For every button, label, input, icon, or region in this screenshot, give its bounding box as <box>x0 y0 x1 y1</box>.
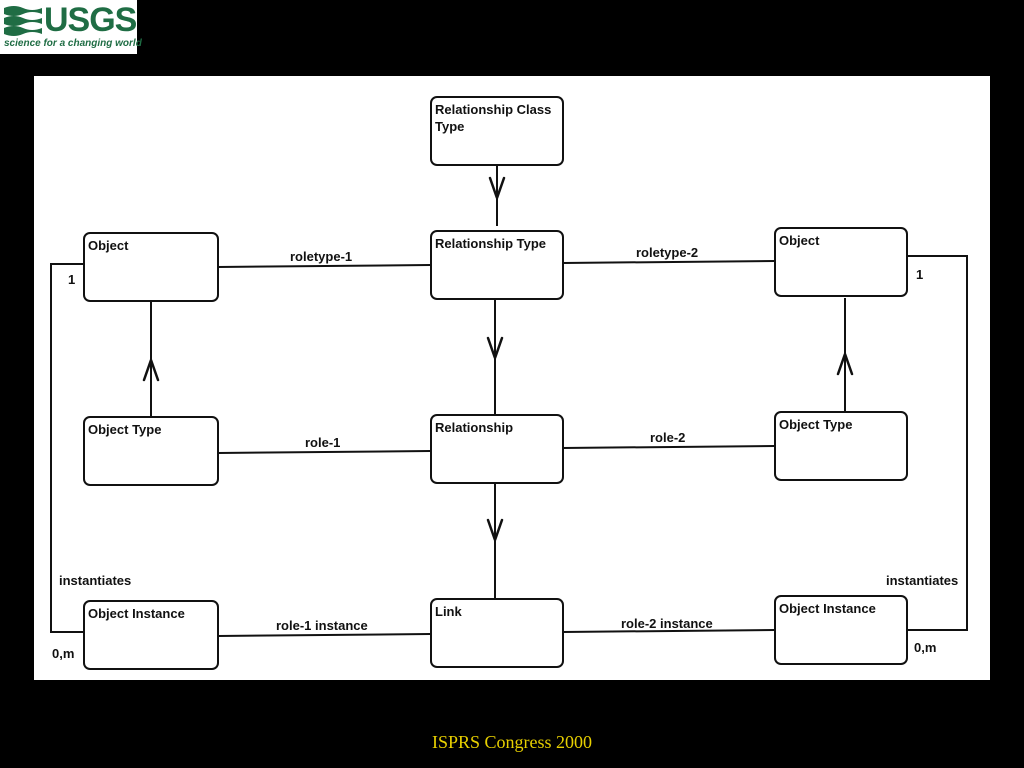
label-role-1-instance: role-1 instance <box>276 618 368 633</box>
node-label: Object Instance <box>88 606 185 621</box>
label-multiplicity-0m-right: 0,m <box>914 640 937 655</box>
edge-instantiates-right <box>908 255 968 631</box>
node-link: Link <box>430 598 564 668</box>
node-object-left: Object <box>83 232 219 302</box>
arrow-down-2 <box>486 336 504 360</box>
node-label: Object Instance <box>779 601 876 616</box>
node-label: Object <box>779 233 820 248</box>
label-role-1: role-1 <box>305 435 341 450</box>
footer-text: ISPRS Congress 2000 <box>431 732 593 752</box>
node-object-type-left: Object Type <box>83 416 219 486</box>
arrow-down-1 <box>488 176 506 200</box>
logo-tagline: science for a changing world <box>4 38 142 49</box>
label-multiplicity-0m-left: 0,m <box>52 646 75 661</box>
node-relationship-type: Relationship Type <box>430 230 564 300</box>
arrow-up-left <box>142 358 160 382</box>
node-label: Object Type <box>779 417 853 432</box>
node-object-instance-right: Object Instance <box>774 595 908 665</box>
node-label: Relationship Class Type <box>435 102 552 134</box>
edge-role-2 <box>562 445 776 449</box>
arrow-up-right <box>836 352 854 376</box>
diagram-connectors <box>50 166 968 637</box>
label-instantiates-left: instantiates <box>59 573 132 588</box>
diagram-panel: Relationship Class Type Relationship Typ… <box>34 76 990 680</box>
edge-roletype-1 <box>217 264 431 268</box>
node-object-type-right: Object Type <box>774 411 908 481</box>
node-label: Relationship Type <box>435 236 546 251</box>
logo-name: USGS <box>44 1 137 39</box>
node-label: Relationship <box>435 420 514 435</box>
node-relationship-class-type: Relationship Class Type <box>430 96 564 166</box>
edge-instantiates-left <box>50 263 84 633</box>
label-roletype-1: roletype-1 <box>290 249 353 264</box>
node-object-instance-left: Object Instance <box>83 600 219 670</box>
usgs-wave-icon <box>4 6 42 36</box>
edge-role-1-instance <box>217 633 431 637</box>
label-multiplicity-1-right: 1 <box>916 267 924 282</box>
usgs-logo: USGS science for a changing world <box>0 0 142 54</box>
node-label: Link <box>435 604 462 619</box>
label-multiplicity-1-left: 1 <box>68 272 76 287</box>
label-instantiates-right: instantiates <box>886 573 959 588</box>
node-label: Object Type <box>88 422 162 437</box>
node-relationship: Relationship <box>430 414 564 484</box>
label-roletype-2: roletype-2 <box>636 245 699 260</box>
label-role-2: role-2 <box>650 430 686 445</box>
node-label: Object <box>88 238 129 253</box>
arrow-down-3 <box>486 518 504 542</box>
edge-role-2-instance <box>562 629 776 633</box>
label-role-2-instance: role-2 instance <box>621 616 713 631</box>
edge-role-1 <box>217 450 431 454</box>
node-object-right: Object <box>774 227 908 297</box>
edge-roletype-2 <box>562 260 776 264</box>
